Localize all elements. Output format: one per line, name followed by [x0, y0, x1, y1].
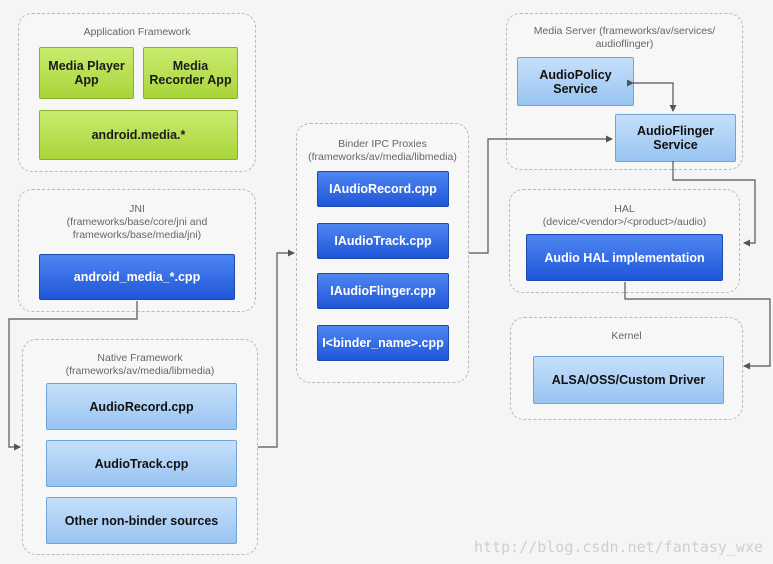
alsa-oss-custom-driver-box: ALSA/OSS/Custom Driver	[533, 356, 724, 404]
hal-label: HAL	[614, 203, 635, 215]
kernel-label: Kernel	[611, 330, 642, 342]
watermark: http://blog.csdn.net/fantasy_wxe	[474, 538, 763, 556]
arrow-flinger-to-hal	[672, 161, 756, 247]
android-media-box: android.media.*	[39, 110, 238, 160]
arrow-binder-to-media-server	[469, 135, 613, 254]
arrow-policy-flinger	[627, 79, 677, 112]
iaudio-track-cpp-box: IAudioTrack.cpp	[317, 223, 449, 259]
arrow-native-to-binder	[258, 249, 295, 448]
audio-record-cpp-box: AudioRecord.cpp	[46, 383, 237, 430]
hal-path: (device/<vendor>/<product>/audio)	[542, 216, 707, 228]
iaudio-record-cpp-box: IAudioRecord.cpp	[317, 171, 449, 207]
android-media-cpp-box: android_media_*.cpp	[39, 254, 235, 300]
media-server-label-line-2: audioflinger)	[595, 38, 654, 50]
hal-group: HAL (device/<vendor>/<product>/audio) Au…	[509, 189, 740, 293]
jni-path-line-2: frameworks/base/media/jni)	[72, 229, 202, 241]
native-framework-path: (frameworks/av/media/libmedia)	[65, 365, 215, 377]
native-framework-group: Native Framework (frameworks/av/media/li…	[22, 339, 258, 555]
arrow-hal-to-kernel	[624, 282, 771, 370]
jni-group: JNI (frameworks/base/core/jni and framew…	[18, 189, 256, 312]
iaudio-flinger-cpp-box: IAudioFlinger.cpp	[317, 273, 449, 309]
binder-ipc-proxies-label: Binder IPC Proxies	[338, 138, 427, 150]
binder-ipc-proxies-group: Binder IPC Proxies (frameworks/av/media/…	[296, 123, 469, 383]
media-server-group: Media Server (frameworks/av/services/ au…	[506, 13, 743, 170]
ibinder-name-cpp-box: I<binder_name>.cpp	[317, 325, 449, 361]
other-non-binder-sources-box: Other non-binder sources	[46, 497, 237, 544]
application-framework-label: Application Framework	[83, 26, 191, 38]
binder-ipc-proxies-path: (frameworks/av/media/libmedia)	[308, 151, 457, 163]
native-framework-label: Native Framework	[97, 352, 183, 364]
audio-hal-implementation-box: Audio HAL implementation	[526, 234, 723, 281]
jni-label: JNI	[129, 203, 145, 215]
kernel-group: Kernel ALSA/OSS/Custom Driver	[510, 317, 743, 420]
media-server-label-line-1: Media Server (frameworks/av/services/	[533, 25, 716, 37]
arrow-jni-to-native	[8, 301, 138, 451]
jni-path-line-1: (frameworks/base/core/jni and	[66, 216, 208, 228]
audio-track-cpp-box: AudioTrack.cpp	[46, 440, 237, 487]
